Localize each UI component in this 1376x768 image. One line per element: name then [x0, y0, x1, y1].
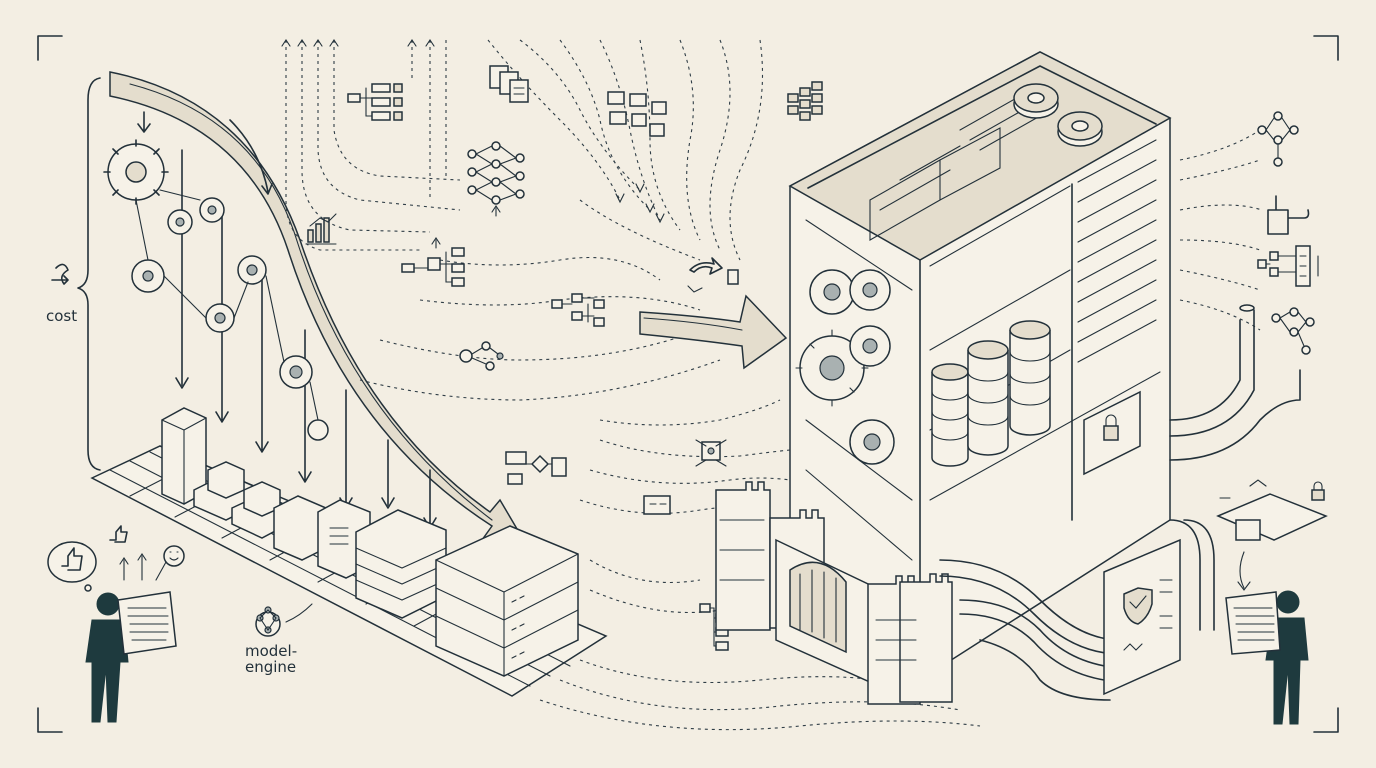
document-grid-icon [607, 91, 667, 137]
cost-brace [77, 77, 101, 471]
thumbs-up-icon [47, 525, 128, 592]
document-icon [643, 495, 671, 515]
person-reading-icon [85, 591, 177, 723]
neural-network-icon [467, 141, 525, 217]
network-node-icon [1271, 307, 1315, 355]
smiley-icon [119, 545, 185, 581]
data-flow-lines [285, 39, 1263, 731]
neural-network-icon [255, 603, 313, 637]
database-icon [931, 320, 1051, 467]
database-grid-icon [787, 81, 823, 121]
flowchart-icon [1257, 245, 1319, 287]
shield-icon [1103, 538, 1181, 696]
pulley-icon [131, 189, 329, 441]
flowchart-icon [551, 293, 605, 327]
castle-icon [715, 481, 953, 705]
gear-icon [103, 139, 169, 205]
cost-staircase-blocks [161, 407, 447, 619]
flowchart-icon [347, 83, 403, 121]
cost-label: cost [46, 307, 77, 325]
frame-corner-icon [37, 35, 1339, 733]
tape-reel-icon [1013, 83, 1103, 147]
person-reading-icon [1225, 590, 1309, 725]
gear-icon [795, 269, 895, 465]
flowchart-icon [401, 237, 465, 287]
bar-chart-icon [305, 213, 337, 245]
network-node-icon [695, 439, 727, 467]
main-flow-arrow [639, 294, 788, 370]
cost-icon [51, 263, 69, 285]
lever-icon [1267, 195, 1310, 235]
pipes [939, 304, 1301, 701]
mini-castle-icon [1216, 479, 1328, 591]
small-arrow-icon [687, 257, 739, 293]
server-stack [435, 525, 579, 677]
document-icon [489, 65, 529, 103]
flowchart-icon [505, 451, 567, 485]
model-engine-label-line2: engine [245, 658, 296, 676]
flow-arrowheads [281, 39, 665, 224]
network-node-icon [459, 341, 504, 371]
model-engine-label-line1: model- [245, 642, 297, 660]
lock-icon [1083, 390, 1141, 476]
neural-network-icon [1257, 111, 1299, 167]
